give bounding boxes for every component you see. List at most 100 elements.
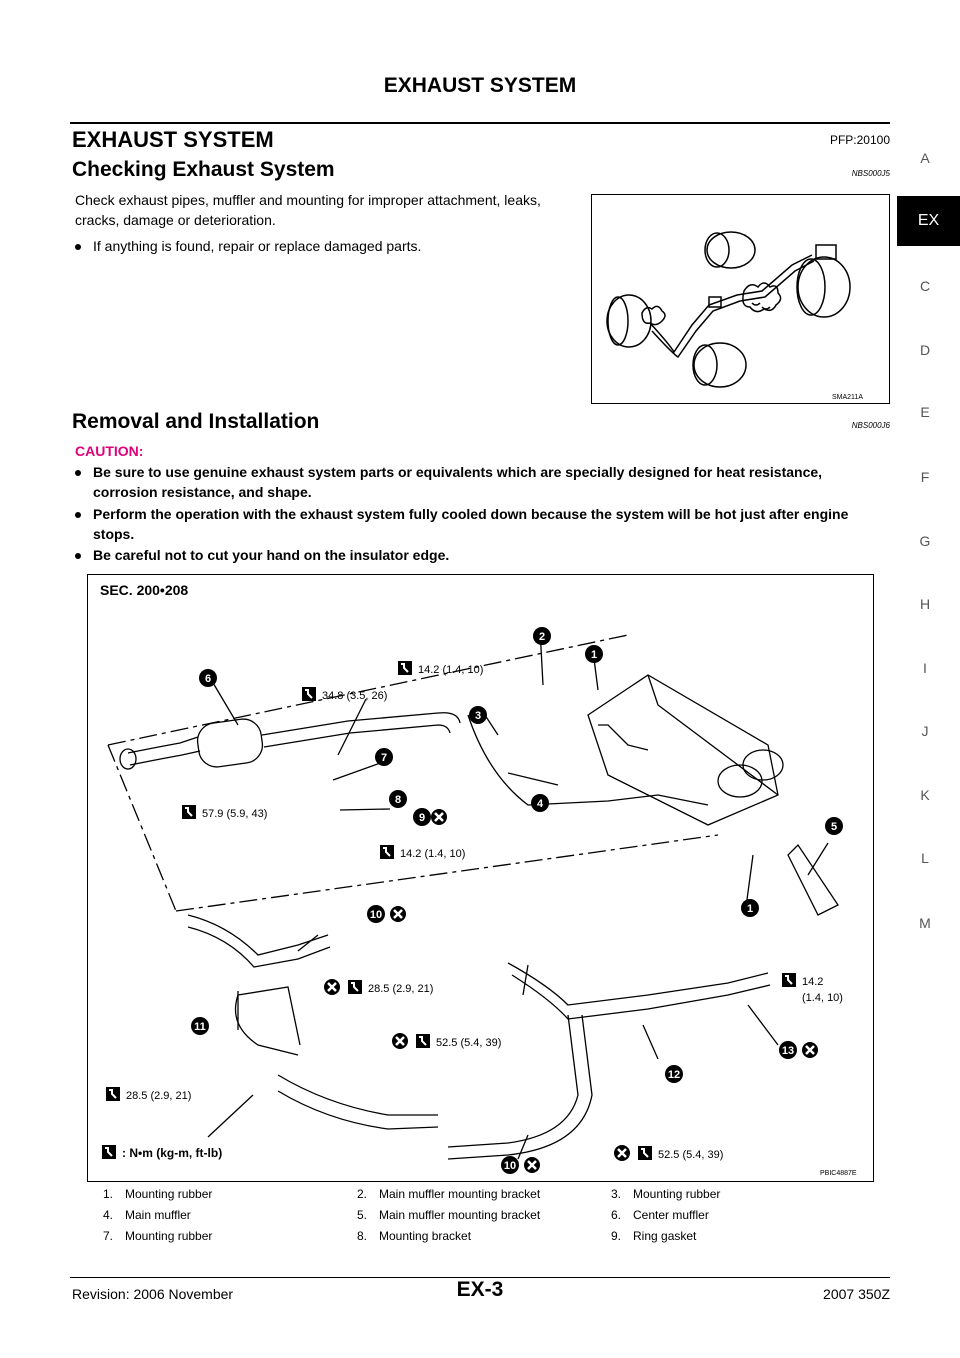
- torque-wrench-icon: [415, 1033, 431, 1049]
- legend-num: 3.: [611, 1187, 622, 1201]
- legend-label: Center muffler: [633, 1208, 709, 1222]
- removal-code: NBS000J6: [851, 421, 890, 430]
- bullet-dot: [75, 553, 81, 560]
- replace-x-icon: [322, 977, 342, 997]
- callout-9: 9: [419, 812, 425, 824]
- replace-x-icon: [612, 1143, 632, 1163]
- replace-x-icon: [522, 1155, 542, 1175]
- replace-x-icon: [390, 1031, 410, 1051]
- legend-num: 4.: [103, 1208, 114, 1222]
- replace-x-icon: [388, 904, 408, 924]
- legend-label: Ring gasket: [633, 1229, 697, 1243]
- pfp-code: PFP:20100: [829, 133, 890, 147]
- torque-label-8: 28.5 (2.9, 21): [126, 1090, 191, 1102]
- page-number: EX-3: [456, 1278, 504, 1301]
- torque-label-9: 52.5 (5.4, 39): [658, 1149, 723, 1161]
- callout-4: 4: [537, 798, 544, 810]
- side-index-i[interactable]: I: [923, 660, 927, 676]
- page-header-title: EXHAUST SYSTEM: [383, 74, 577, 97]
- sec-label: SEC. 200•208: [100, 582, 188, 598]
- side-index-a[interactable]: A: [920, 150, 930, 166]
- caution-text-2: Perform the operation with the exhaust s…: [93, 506, 849, 542]
- figure-code-sma211a: SMA211A: [832, 394, 863, 401]
- legend-label: Main muffler: [125, 1208, 191, 1222]
- side-index-e[interactable]: E: [920, 404, 930, 420]
- exhaust-exploded-diagram: SEC. 200•208: [87, 574, 874, 1182]
- callout-6: 6: [205, 673, 211, 685]
- torque-label-2: 34.8 (3.5, 26): [322, 690, 387, 702]
- legend-num: 5.: [357, 1208, 368, 1222]
- legend-row: 7. Mounting rubber 8. Mounting bracket 9…: [103, 1229, 883, 1250]
- torque-wrench-icon: [301, 686, 317, 702]
- side-index-ex-active[interactable]: EX: [897, 196, 960, 246]
- torque-wrench-icon: [105, 1086, 121, 1102]
- callout-10-top: 10: [370, 909, 382, 921]
- caution-item-1: Be sure to use genuine exhaust system pa…: [75, 462, 890, 502]
- legend-label: Main muffler mounting bracket: [379, 1208, 541, 1222]
- footer-rule: [70, 1277, 890, 1278]
- parts-legend-table: 1. Mounting rubber 2. Main muffler mount…: [103, 1187, 883, 1250]
- replace-x-icon: [800, 1040, 820, 1060]
- callout-11: 11: [194, 1021, 206, 1033]
- legend-label: Mounting rubber: [633, 1187, 721, 1201]
- callout-2: 2: [539, 631, 545, 643]
- header-rule: [70, 122, 890, 124]
- torque-wrench-icon: [101, 1144, 117, 1160]
- legend-num: 9.: [611, 1229, 622, 1243]
- figure-code-pbic4887e: PBIC4887E: [820, 1170, 857, 1177]
- revision-text: Revision: 2006 November: [72, 1286, 234, 1302]
- legend-label: Mounting rubber: [125, 1187, 213, 1201]
- legend-row: 1. Mounting rubber 2. Main muffler mount…: [103, 1187, 883, 1208]
- torque-label-5b: (1.4, 10): [802, 992, 843, 1004]
- exhaust-check-figure: SMA211A: [591, 194, 890, 404]
- units-note: : N•m (kg-m, ft-lb): [122, 1146, 222, 1160]
- side-index-l[interactable]: L: [921, 850, 929, 866]
- bullet-dot: [75, 512, 81, 519]
- section-title: EXHAUST SYSTEM: [72, 127, 274, 152]
- callout-10-bottom: 10: [504, 1160, 516, 1172]
- legend-num: 2.: [357, 1187, 368, 1201]
- side-index-j[interactable]: J: [921, 723, 929, 739]
- callout-8: 8: [395, 794, 401, 806]
- exhaust-check-illustration: SMA211A: [606, 231, 863, 401]
- callout-1-bottom: 1: [747, 903, 753, 915]
- torque-label-7: 52.5 (5.4, 39): [436, 1037, 501, 1049]
- replace-x-icon: [429, 807, 449, 827]
- legend-num: 7.: [103, 1229, 114, 1243]
- legend-row: 4. Main muffler 5. Main muffler mounting…: [103, 1208, 883, 1229]
- side-index-k[interactable]: K: [920, 787, 930, 803]
- torque-wrench-icon: [181, 804, 197, 820]
- exhaust-diagram-svg: SEC. 200•208: [100, 582, 857, 1177]
- callout-13: 13: [782, 1045, 794, 1057]
- legend-num: 1.: [103, 1187, 114, 1201]
- legend-label: Main muffler mounting bracket: [379, 1187, 541, 1201]
- side-index-c[interactable]: C: [919, 278, 931, 294]
- model-text: 2007 350Z: [823, 1286, 890, 1302]
- caution-text-1: Be sure to use genuine exhaust system pa…: [93, 464, 823, 500]
- bullet-dot: [75, 244, 81, 251]
- parts-legend: 1. Mounting rubber 2. Main muffler mount…: [103, 1187, 883, 1250]
- torque-wrench-icon: [781, 972, 797, 988]
- side-index-d[interactable]: D: [919, 342, 931, 358]
- torque-label-1: 14.2 (1.4, 10): [418, 664, 483, 676]
- side-index-g[interactable]: G: [919, 533, 931, 549]
- legend-label: Mounting rubber: [125, 1229, 213, 1243]
- side-index-h[interactable]: H: [919, 596, 931, 612]
- side-index-f[interactable]: F: [920, 469, 930, 485]
- torque-wrench-icon: [347, 979, 363, 995]
- torque-wrench-icon: [379, 844, 395, 860]
- torque-label-4: 14.2 (1.4, 10): [400, 848, 465, 860]
- side-index-m[interactable]: M: [919, 915, 931, 931]
- checking-text: Check exhaust pipes, muffler and mountin…: [75, 192, 541, 228]
- bullet-dot: [75, 470, 81, 477]
- callout-12: 12: [668, 1069, 680, 1081]
- torque-wrench-icon: [637, 1145, 653, 1161]
- checking-code: NBS000J5: [851, 169, 890, 178]
- caution-item-3: Be careful not to cut your hand on the i…: [75, 545, 890, 565]
- legend-label: Mounting bracket: [379, 1229, 472, 1243]
- torque-label-6: 28.5 (2.9, 21): [368, 983, 433, 995]
- checking-title: Checking Exhaust System: [72, 158, 335, 181]
- callout-5: 5: [831, 821, 837, 833]
- torque-wrench-icon: [397, 660, 413, 676]
- checking-bullet-text: If anything is found, repair or replace …: [93, 238, 422, 254]
